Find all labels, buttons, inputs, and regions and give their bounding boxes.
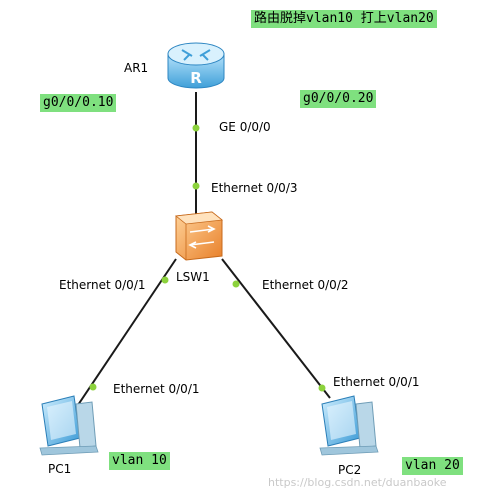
switch-icon[interactable] [174,211,224,261]
pc2-eth-label: Ethernet 0/0/1 [333,375,420,389]
svg-text:R: R [190,69,202,87]
port-dot-switch-up[interactable] [192,182,200,190]
link-switch-pc1[interactable] [77,258,177,406]
router-icon[interactable]: R [167,42,225,89]
subif-20-note: g0/0/0.20 [300,90,377,108]
pc2-vlan-note: vlan 20 [402,457,463,475]
switch-pc1-label: Ethernet 0/0/1 [59,278,146,292]
pc1-icon[interactable] [39,395,99,456]
port-dot-router-ge[interactable] [192,124,200,132]
pc2-icon[interactable] [319,395,379,456]
watermark: https://blog.csdn.net/duanbaoke [268,476,447,489]
router-name-label: AR1 [124,61,149,75]
pc1-vlan-note: vlan 10 [109,452,170,470]
port-dot-pc2[interactable] [318,384,326,392]
pc1-name-label: PC1 [48,462,72,476]
pc1-eth-label: Ethernet 0/0/1 [113,382,200,396]
switch-pc2-label: Ethernet 0/0/2 [262,278,349,292]
port-dot-switch-pc2[interactable] [232,280,240,288]
router-ge-label: GE 0/0/0 [219,120,271,134]
title-note: 路由脱掉vlan10 打上vlan20 [251,10,437,28]
switch-up-label: Ethernet 0/0/3 [211,181,298,195]
link-switch-pc2[interactable] [221,258,331,399]
subif-10-note: g0/0/0.10 [40,94,117,112]
port-dot-switch-pc1[interactable] [161,276,169,284]
port-dot-pc1[interactable] [89,383,97,391]
switch-name-label: LSW1 [176,270,210,284]
pc2-name-label: PC2 [338,463,362,477]
